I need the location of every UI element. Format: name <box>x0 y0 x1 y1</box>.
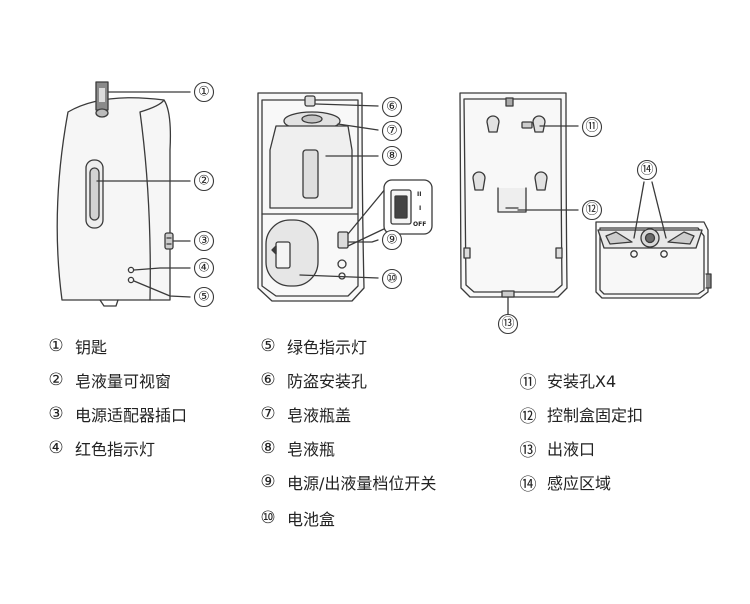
bottom-view <box>595 181 712 299</box>
legend-item-5: ⑤ 绿色指示灯 <box>257 334 367 358</box>
legend-label: 皂液瓶盖 <box>287 406 352 425</box>
anti-theft-hole <box>304 95 316 107</box>
legend-number: ② <box>48 370 64 390</box>
legend-label: 绿色指示灯 <box>287 338 368 357</box>
legend-number: ⑫ <box>519 406 537 427</box>
legend-label: 电源适配器插口 <box>75 406 188 425</box>
legend-item-8: ⑧ 皂液瓶 <box>257 436 335 460</box>
legend-item-11: ⑪ 安装孔X4 <box>517 368 617 393</box>
legend-label: 感应区域 <box>547 474 612 493</box>
legend-item-10: ⑩ 电池盒 <box>257 506 335 530</box>
legend-label: 皂液瓶 <box>287 440 336 459</box>
callout-6: ⑥ <box>386 100 398 115</box>
switch-mark-low: I <box>419 205 421 212</box>
legend-number: ⑩ <box>260 508 276 528</box>
legend-item-4: ④ 红色指示灯 <box>45 436 155 460</box>
adapter-port-icon <box>164 232 174 250</box>
callout-11: ⑪ <box>585 120 598 135</box>
callout-3: ③ <box>198 234 210 249</box>
callout-5: ⑤ <box>198 290 210 305</box>
legend-number: ⑦ <box>260 404 276 424</box>
legend-number: ⑤ <box>260 336 276 356</box>
legend-number: ⑬ <box>519 440 537 461</box>
legend-label: 防盗安装孔 <box>287 372 368 391</box>
legend-label: 皂液量可视窗 <box>75 372 172 391</box>
callout-14: ⑭ <box>640 163 653 178</box>
liquid-outlet <box>501 290 515 298</box>
dispenser-side-face <box>139 99 165 301</box>
legend-number: ④ <box>48 438 64 458</box>
legend-label: 红色指示灯 <box>75 440 156 459</box>
callout-13: ⑬ <box>501 317 514 332</box>
legend-number: ⑧ <box>260 438 276 458</box>
battery-box <box>265 219 319 287</box>
dispenser-body <box>56 97 172 301</box>
control-box-clip <box>497 187 527 213</box>
legend-label: 安装孔X4 <box>547 372 617 391</box>
callout-10: ⑩ <box>386 272 398 287</box>
legend-number: ① <box>48 336 64 356</box>
legend-number: ⑥ <box>260 370 276 390</box>
legend-item-6: ⑥ 防盗安装孔 <box>257 368 367 392</box>
callout-12: ⑫ <box>585 203 598 218</box>
legend-item-9: ⑨ 电源/出液量档位开关 <box>257 470 436 494</box>
legend-label: 钥匙 <box>75 338 108 357</box>
switch-mark-high: II <box>417 191 421 198</box>
switch-mark-off: OFF <box>413 221 426 228</box>
legend-item-3: ③ 电源适配器插口 <box>45 402 187 426</box>
key-icon <box>95 81 109 118</box>
legend-item-7: ⑦ 皂液瓶盖 <box>257 402 351 426</box>
interior-view <box>257 92 433 302</box>
mounting-hole <box>472 115 548 191</box>
legend-item-13: ⑬ 出液口 <box>517 436 596 461</box>
callout-7: ⑦ <box>386 124 398 139</box>
callout-9: ⑨ <box>386 233 398 248</box>
legend-number: ⑭ <box>519 474 537 495</box>
callout-circles <box>193 81 658 335</box>
callout-2: ② <box>198 174 210 189</box>
legend-label: 出液口 <box>547 440 596 459</box>
green-indicator-light <box>127 276 135 284</box>
legend-item-14: ⑭ 感应区域 <box>517 470 612 495</box>
legend-item-2: ② 皂液量可视窗 <box>45 368 171 392</box>
legend-label: 控制盒固定扣 <box>547 406 644 425</box>
legend-label: 电池盒 <box>287 510 336 529</box>
power-switch <box>337 231 349 249</box>
legend-item-12: ⑫ 控制盒固定扣 <box>517 402 644 427</box>
callout-1: ① <box>198 85 210 100</box>
callout-4: ④ <box>198 261 210 276</box>
front-view <box>56 81 191 307</box>
back-view <box>459 92 579 319</box>
legend-item-1: ① 钥匙 <box>45 334 107 358</box>
legend-number: ⑪ <box>519 372 537 393</box>
legend-number: ③ <box>48 404 64 424</box>
callout-8: ⑧ <box>386 149 398 164</box>
legend-label: 电源/出液量档位开关 <box>287 474 437 493</box>
legend-number: ⑨ <box>260 472 276 492</box>
